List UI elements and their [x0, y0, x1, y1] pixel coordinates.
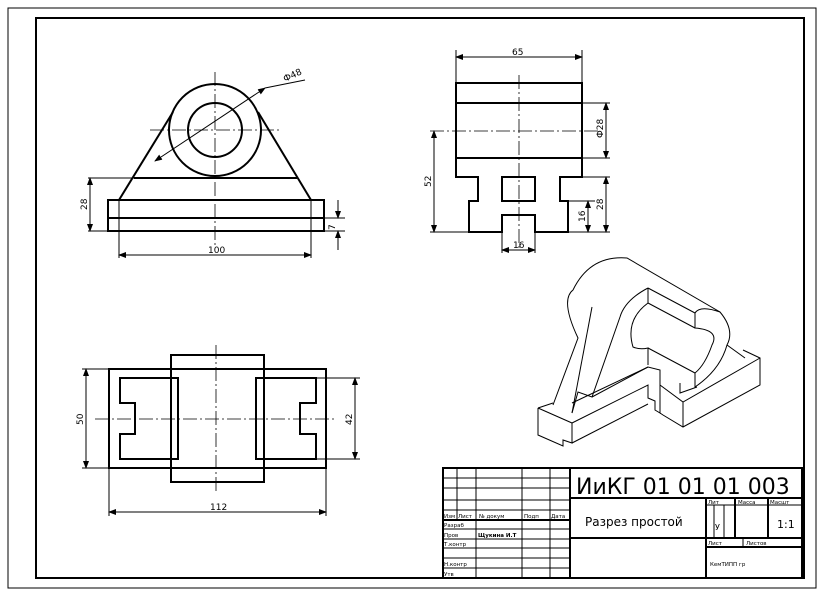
role-tech-control: Т.контр [443, 542, 467, 548]
dim-front-width: 100 [208, 246, 225, 256]
isometric-view [537, 257, 761, 447]
dim-side-height: 52 [424, 176, 434, 187]
outer-frame [7, 7, 817, 589]
scale-value: 1:1 [777, 518, 795, 531]
dim-front-height: 28 [80, 198, 90, 210]
scale-label: Масшт [770, 500, 790, 506]
organization: КемТИПП гр [710, 562, 746, 568]
drawing-name: Разрез простой [585, 515, 683, 529]
header-sign: Подп [524, 514, 539, 520]
dim-side-width: 65 [512, 48, 523, 58]
dim-side-step: 28 [596, 198, 606, 210]
checker-name: Щукина И.Т [478, 533, 517, 539]
dim-top-inner: 42 [345, 414, 355, 425]
drawing-frame [35, 17, 805, 579]
dim-side-bore: Ф28 [596, 119, 606, 138]
dim-plate: 7 [328, 224, 338, 230]
header-izm: Изм [444, 514, 455, 520]
role-norm-control: Н.контр [444, 562, 467, 568]
dim-top-height: 50 [76, 413, 86, 425]
header-doc: № докум [479, 514, 504, 520]
lit-label: Лит [708, 500, 720, 506]
sheet-label: Лист [708, 541, 723, 547]
sheets-label: Листов [746, 541, 767, 547]
top-view: 50 42 112 [76, 345, 360, 516]
side-view: 65 Ф28 52 28 16 16 [424, 48, 610, 253]
header-list: Лист [458, 514, 473, 520]
header-date: Дата [551, 514, 565, 520]
role-approved: Утв [444, 572, 454, 578]
dim-top-width: 112 [210, 503, 227, 513]
dim-slot-width: 16 [513, 241, 525, 251]
title-block: Изм Лист № докум Подп Дата Разраб Пров Щ… [442, 467, 803, 579]
dim-slot-height: 16 [578, 210, 588, 222]
mass-label: Масса [738, 500, 756, 506]
designation: ИиКГ 01 01 01 003 [576, 475, 790, 500]
role-developer: Разраб [444, 523, 464, 529]
role-checker: Пров [444, 533, 458, 539]
lit-value: У [715, 523, 720, 532]
front-view: Ф48 28 7 100 [80, 67, 345, 258]
